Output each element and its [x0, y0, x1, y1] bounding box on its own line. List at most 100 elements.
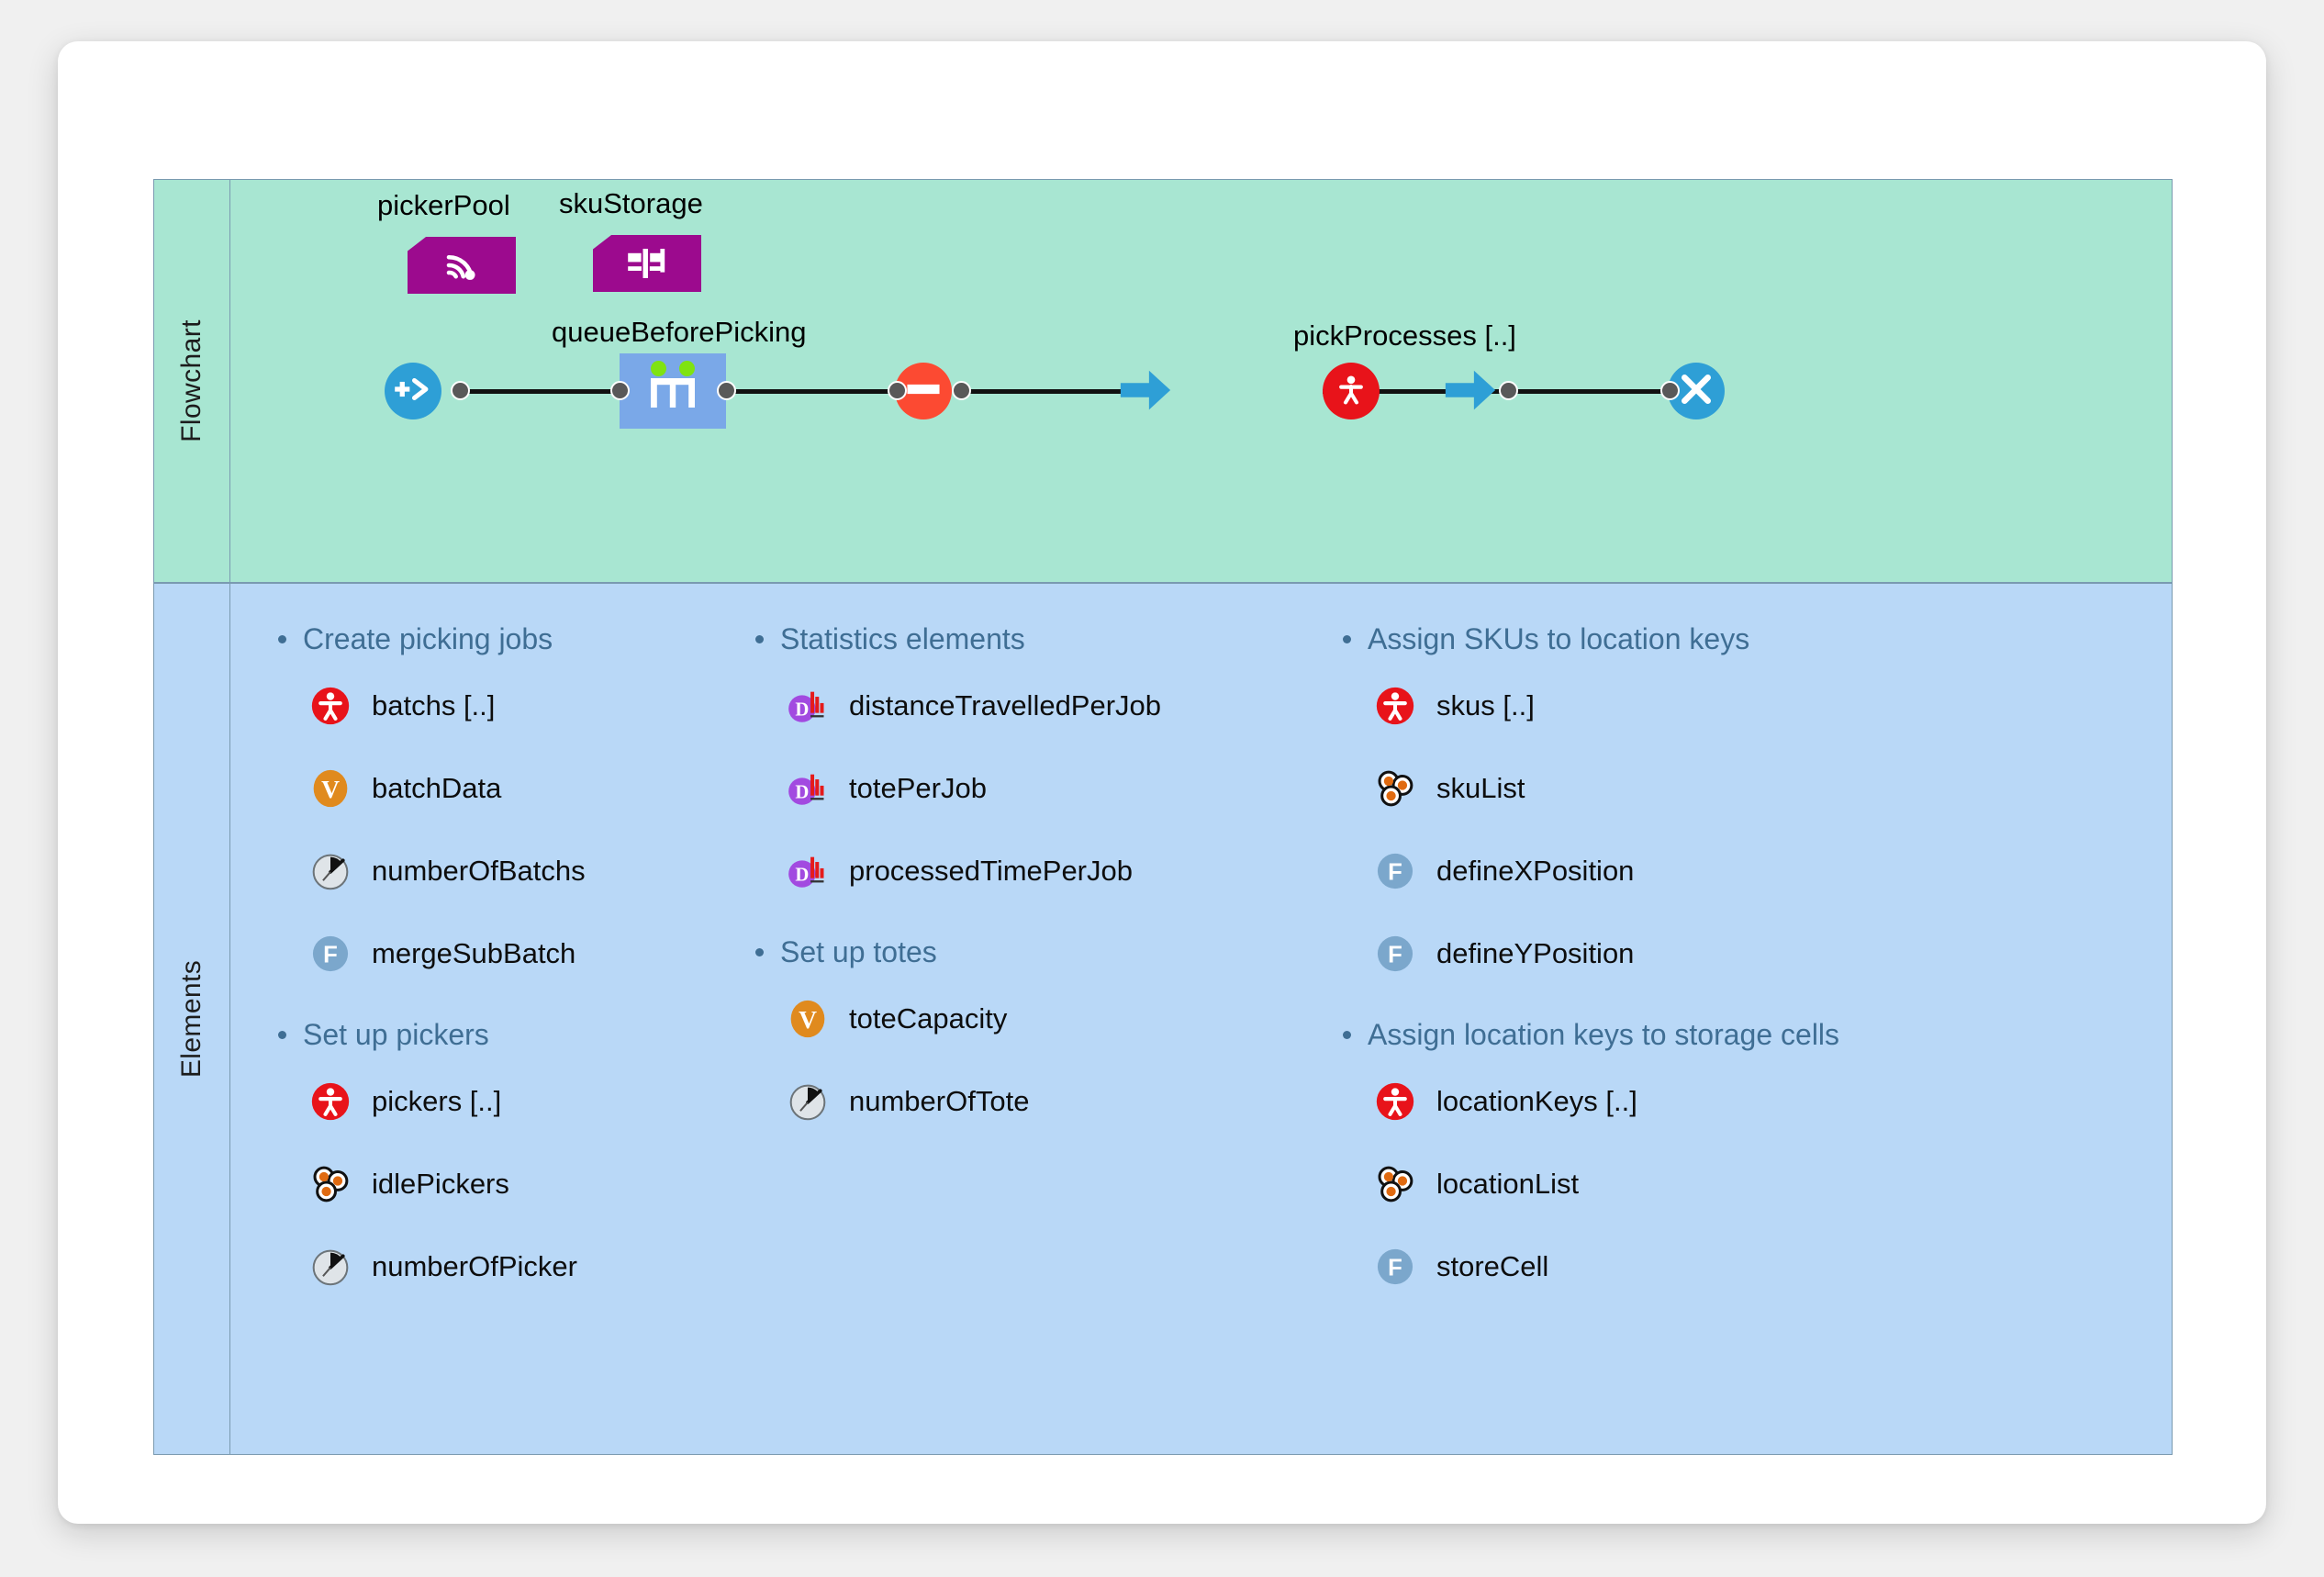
connector-arrow-sink — [1323, 389, 1673, 394]
elements-label-text: Elements — [176, 959, 207, 1079]
element-group-title-text: Assign location keys to storage cells — [1368, 1018, 1840, 1051]
element-item[interactable]: locationList — [1343, 1158, 2040, 1210]
label-skuStorage: skuStorage — [559, 187, 703, 219]
elements-side-label: Elements — [153, 583, 230, 1455]
port-queue-in[interactable] — [610, 381, 630, 400]
element-item[interactable]: pickers [..] — [278, 1076, 755, 1127]
element-group-title-text: Assign SKUs to location keys — [1368, 622, 1750, 655]
function-icon: F — [1374, 850, 1416, 892]
element-group-title: Statistics elements — [755, 622, 1343, 656]
skuStorage-block[interactable] — [593, 235, 701, 292]
element-item[interactable]: numberOfBatchs — [278, 845, 755, 897]
pick-agent-node[interactable] — [1323, 363, 1380, 419]
element-item-label: batchs [..] — [372, 689, 496, 721]
wifi-icon — [442, 246, 481, 285]
svg-text:V: V — [799, 1005, 817, 1034]
port-source-out[interactable] — [451, 381, 470, 400]
element-item-label: distanceTravelledPerJob — [849, 689, 1162, 721]
svg-text:F: F — [1388, 1256, 1402, 1281]
element-item-label: toteCapacity — [849, 1002, 1008, 1035]
element-group: Assign location keys to storage cells loc… — [1343, 1018, 2040, 1292]
element-item-label: skuList — [1436, 772, 1525, 804]
collection-icon — [1374, 767, 1416, 810]
parameter-icon — [309, 850, 352, 892]
element-item-label: numberOfPicker — [372, 1250, 577, 1282]
connector-queue-service — [728, 389, 902, 394]
statistics-icon: D — [787, 685, 829, 727]
flowchart-canvas: pickerPool skuStorage queueBeforePicking… — [230, 179, 2173, 583]
arrow-node-1[interactable] — [1117, 362, 1174, 423]
connector-source-queue — [462, 389, 625, 394]
variable-icon: V — [787, 998, 829, 1040]
svg-text:F: F — [1388, 943, 1402, 968]
flowchart-side-label: Flowchart — [153, 179, 230, 583]
port-arrow2-out[interactable] — [1499, 381, 1518, 400]
statistics-icon: D — [787, 850, 829, 892]
function-icon: F — [309, 933, 352, 975]
source-node[interactable] — [385, 363, 441, 419]
port-sink-in[interactable] — [1660, 381, 1680, 400]
flowchart-label-text: Flowchart — [176, 319, 207, 442]
sink-x-icon — [1679, 372, 1714, 411]
element-item-label: storeCell — [1436, 1250, 1549, 1282]
element-item-label: idlePickers — [372, 1168, 509, 1200]
elements-column-3: Assign SKUs to location keys skus [..] sku… — [1343, 622, 2040, 1454]
element-group-title: Assign location keys to storage cells — [1343, 1018, 2040, 1052]
svg-text:F: F — [1388, 860, 1402, 886]
source-plus-arrow-icon — [393, 375, 433, 408]
element-item-label: batchData — [372, 772, 502, 804]
arrow-node-2[interactable] — [1442, 362, 1499, 423]
element-item[interactable]: locationKeys [..] — [1343, 1076, 2040, 1127]
agent-icon — [309, 1080, 352, 1123]
svg-text:D: D — [795, 866, 809, 886]
port-queue-out[interactable] — [717, 381, 736, 400]
element-item[interactable]: skuList — [1343, 763, 2040, 814]
function-icon: F — [1374, 933, 1416, 975]
svg-text:F: F — [323, 943, 338, 968]
element-item-label: numberOfBatchs — [372, 855, 586, 887]
port-service-in[interactable] — [888, 381, 907, 400]
variable-icon: V — [309, 767, 352, 810]
svg-text:V: V — [321, 775, 340, 803]
element-group-title-text: Set up pickers — [303, 1018, 489, 1051]
port-service-out[interactable] — [952, 381, 971, 400]
svg-text:D: D — [795, 783, 809, 803]
element-group-title-text: Set up totes — [780, 935, 937, 968]
bullet-icon — [755, 635, 764, 643]
element-item[interactable]: numberOfTote — [755, 1076, 1343, 1127]
label-pickerPool: pickerPool — [377, 189, 510, 221]
element-item[interactable]: skus [..] — [1343, 680, 2040, 732]
element-item[interactable]: batchs [..] — [278, 680, 755, 732]
agent-icon — [1374, 685, 1416, 727]
element-group: Set up pickers pickers [..] idlePickers num… — [278, 1018, 755, 1292]
element-item[interactable]: numberOfPicker — [278, 1241, 755, 1292]
bullet-icon — [755, 948, 764, 956]
parameter-icon — [787, 1080, 829, 1123]
flowchart-panel: Flowchart pickerPool skuStorage queueBef… — [153, 179, 2173, 583]
agent-person-icon — [1335, 373, 1368, 410]
bullet-icon — [278, 635, 286, 643]
right-arrow-icon — [1442, 370, 1499, 422]
element-item-label: defineYPosition — [1436, 937, 1635, 969]
pickerPool-block[interactable] — [408, 237, 516, 294]
statistics-icon: D — [787, 767, 829, 810]
element-item[interactable]: idlePickers — [278, 1158, 755, 1210]
queue-node[interactable] — [620, 353, 726, 429]
sink-node[interactable] — [1668, 363, 1725, 419]
agent-icon — [1374, 1080, 1416, 1123]
element-item-label: defineXPosition — [1436, 855, 1635, 887]
